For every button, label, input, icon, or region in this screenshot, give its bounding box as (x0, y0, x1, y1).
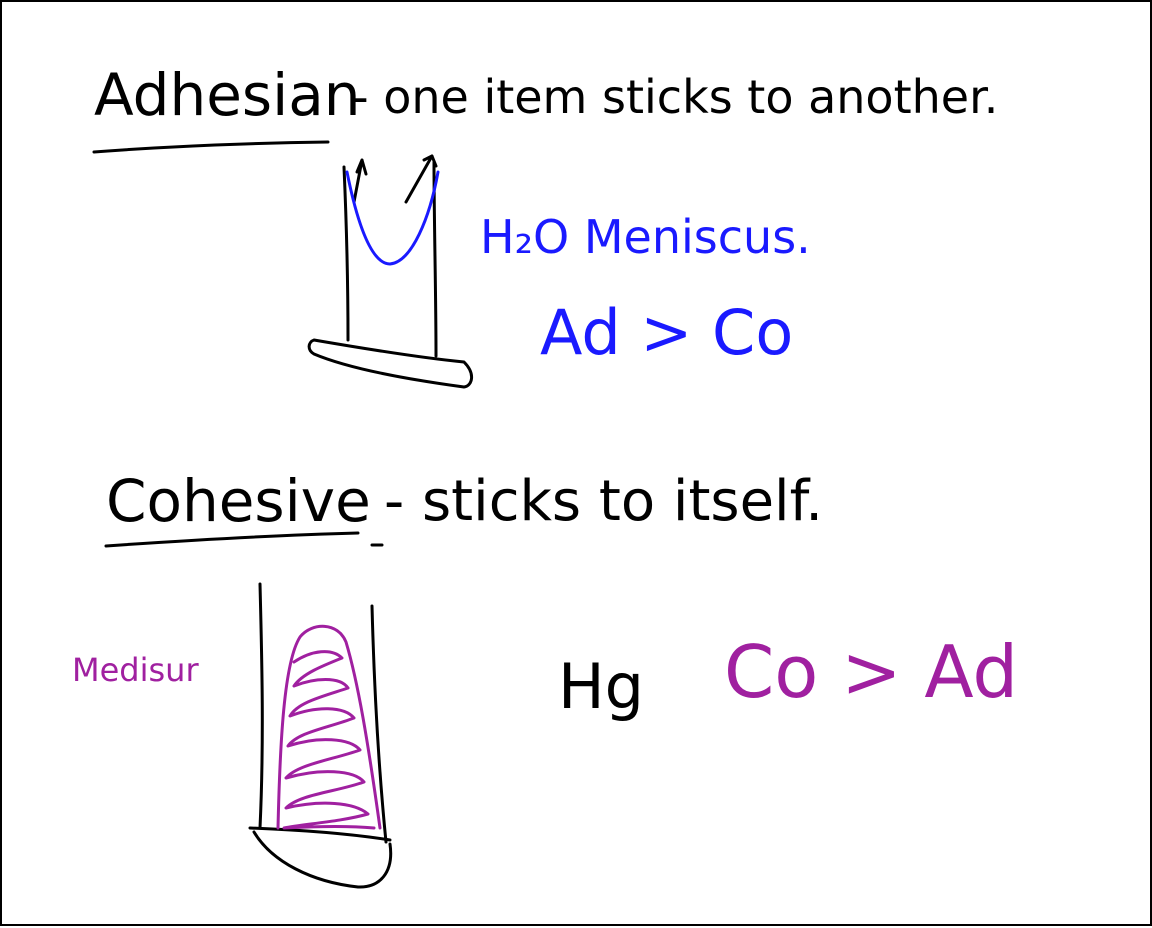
cohesive-term: Cohesive (106, 467, 371, 535)
cohesive-definition: - sticks to itself. (384, 469, 824, 534)
cohesive-underline (104, 531, 360, 548)
adhesion-greater-than-cohesion: Ad > Co (540, 296, 794, 369)
adhesion-term: Adhesian (94, 61, 361, 129)
water-meniscus-curve (345, 170, 440, 266)
mercury-tube-drawing (248, 582, 393, 889)
mercury-convex-meniscus (276, 624, 382, 830)
mercury-side-label: Medisur (72, 651, 199, 689)
adhesion-underline (92, 140, 330, 154)
water-tube-drawing (307, 154, 473, 389)
water-meniscus-label: H₂O Meniscus. (480, 210, 811, 264)
mercury-label: Hg (558, 650, 644, 723)
adhesion-definition: - one item sticks to another. (352, 70, 999, 124)
cohesion-greater-than-adhesion: Co > Ad (724, 630, 1019, 714)
